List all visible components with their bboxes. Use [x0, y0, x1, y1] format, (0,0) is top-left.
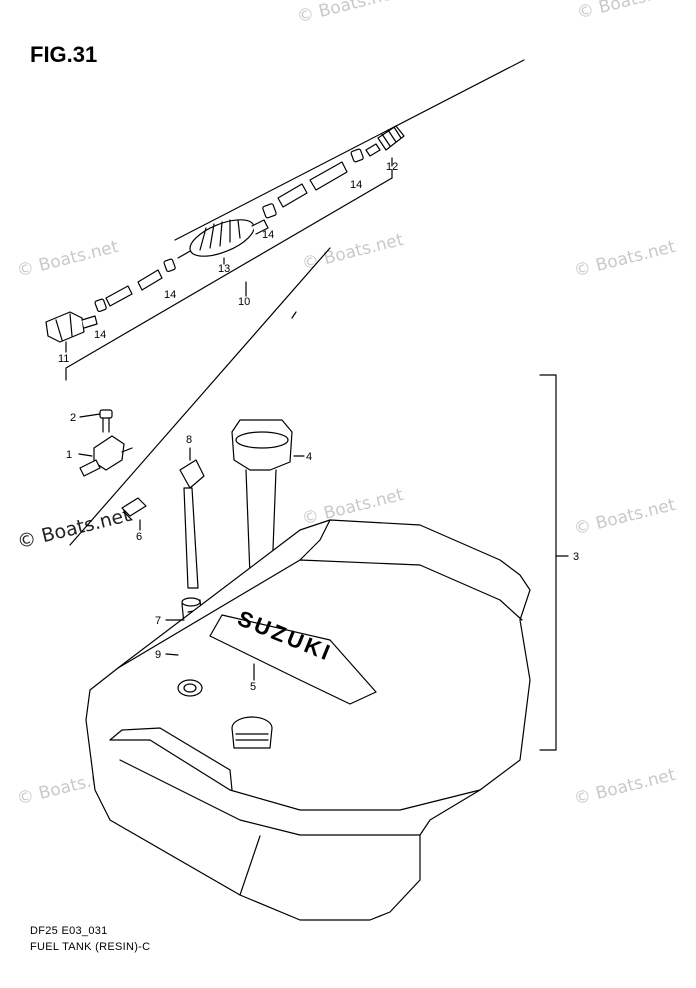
figure-name: FUEL TANK (RESIN)-C: [30, 941, 151, 953]
hose-segment: [137, 269, 163, 291]
callout-1: 1: [66, 449, 72, 461]
clip-14-c: [262, 203, 277, 219]
tank-bracket-3: [539, 374, 557, 751]
fitting-6: [121, 497, 147, 521]
connector-12: [365, 125, 405, 157]
explosion-line-upper: [174, 59, 525, 241]
fuel-tank: [85, 519, 531, 921]
callout-11: 11: [58, 353, 69, 365]
screw-2: [99, 409, 113, 433]
drain-cap: [177, 679, 203, 697]
callout-10: 10: [238, 296, 250, 308]
hose-segment: [309, 161, 348, 191]
callout-5: 5: [250, 681, 256, 693]
hose-segment: [277, 183, 308, 208]
callout-12: 12: [386, 161, 398, 173]
callout-8: 8: [186, 434, 192, 446]
clip-14-d: [350, 148, 364, 163]
callout-14-b: 14: [164, 289, 176, 301]
callout-4: 4: [306, 451, 312, 463]
callout-7: 7: [155, 615, 161, 627]
callout-14-c: 14: [262, 229, 274, 241]
callout-14-d: 14: [350, 179, 362, 191]
callout-6: 6: [136, 531, 142, 543]
clip-14-b: [163, 258, 176, 273]
clip-14-a: [94, 298, 107, 313]
explosion-line-lower: [69, 247, 331, 546]
figure-title: FIG.31: [30, 42, 98, 67]
callout-2: 2: [70, 412, 76, 424]
primer-bulb-13: [177, 219, 269, 259]
figure-code: DF25 E03_031: [30, 925, 108, 937]
hose-segment: [105, 285, 133, 307]
connector-11: [45, 311, 98, 343]
callout-3: 3: [573, 551, 579, 563]
fuel-fitting-1: [79, 435, 133, 477]
suction-hose-8: [179, 459, 205, 589]
callout-13: 13: [218, 263, 230, 275]
callout-9: 9: [155, 649, 161, 661]
hose-assembly-bracket: [65, 177, 393, 381]
callout-14-a: 14: [94, 329, 106, 341]
